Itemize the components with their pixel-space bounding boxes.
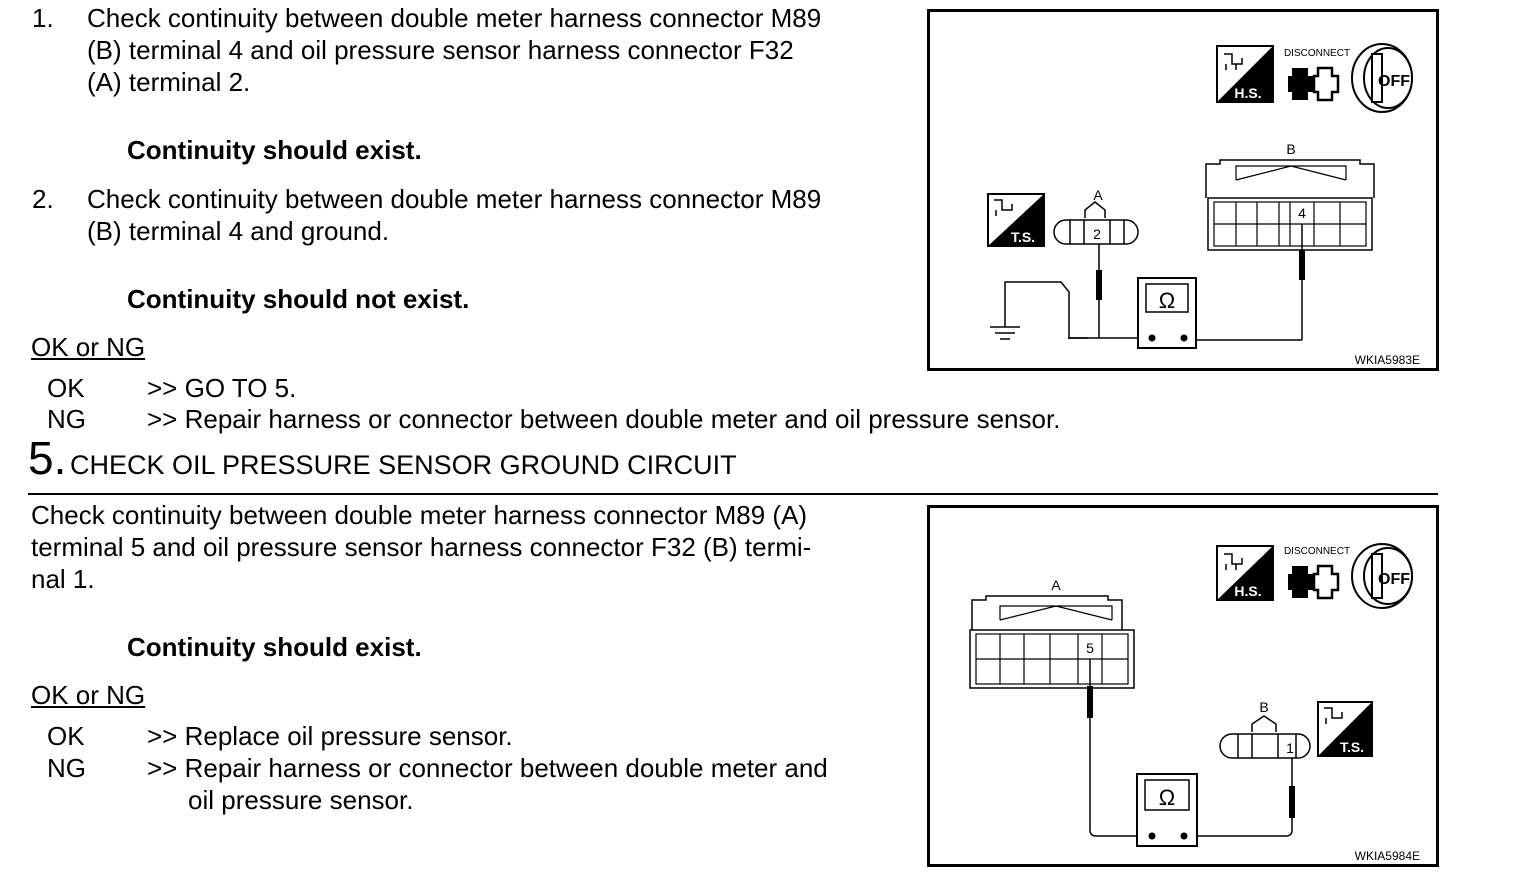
connector-a: A 2 (1053, 187, 1139, 245)
disconnect-icon: DISCONNECT (1284, 546, 1350, 600)
section5-result: Continuity should exist. (127, 632, 422, 662)
figure-1-drawing: H.S. DISCONNECT OFF T.S. A (987, 43, 1420, 367)
wiring (990, 224, 1305, 341)
ts-label: T.S. (1011, 229, 1035, 245)
section-title: CHECK OIL PRESSURE SENSOR GROUND CIRCUIT (70, 450, 737, 480)
section-divider (28, 493, 1438, 495)
ng-action: >> Repair harness or connector between d… (147, 404, 1061, 434)
ts-icon: T.S. (987, 193, 1045, 247)
section-number: 5. (28, 432, 67, 484)
ignition-off-icon: OFF (1351, 543, 1413, 609)
ts-label: T.S. (1340, 739, 1364, 755)
step-1-result: Continuity should exist. (127, 135, 422, 165)
step-1-number: 1. (32, 3, 54, 33)
section5-line-1: Check continuity between double meter ha… (31, 500, 808, 530)
figure-code: WKIA5984E (1355, 849, 1420, 863)
ok-label: OK (47, 373, 85, 403)
figure-code: WKIA5983E (1355, 353, 1420, 367)
ng-action-2-line-2: oil pressure sensor. (188, 785, 414, 815)
step-1-line-2: (B) terminal 4 and oil pressure sensor h… (87, 35, 794, 65)
ohmmeter-icon: Ω (1137, 277, 1197, 349)
off-label: OFF (1378, 571, 1410, 588)
ok-label-2: OK (47, 721, 85, 751)
section5-line-3: nal 1. (31, 564, 95, 594)
section5-line-2: terminal 5 and oil pressure sensor harne… (31, 532, 812, 562)
connector-a-label: A (1051, 577, 1061, 593)
ignition-off-icon: OFF (1351, 43, 1413, 113)
ok-action: >> GO TO 5. (147, 373, 297, 403)
connector-a-label: A (1093, 187, 1103, 203)
figure-2-drawing: H.S. DISCONNECT OFF A 5 (969, 543, 1420, 863)
terminal-b: 4 (1298, 205, 1306, 221)
wiring (1087, 659, 1295, 837)
ng-action-2-line-1: >> Repair harness or connector between d… (147, 753, 828, 783)
connector-b-label: B (1286, 141, 1295, 157)
step-2-line-2: (B) terminal 4 and ground. (87, 216, 390, 246)
off-label: OFF (1378, 73, 1410, 90)
ok-action-2: >> Replace oil pressure sensor. (147, 721, 513, 751)
connector-a: A 5 (969, 577, 1135, 689)
hs-icon: H.S. (1216, 45, 1274, 103)
hs-icon: H.S. (1216, 545, 1274, 601)
ok-ng-heading: OK or NG (31, 332, 146, 362)
disconnect-label: DISCONNECT (1284, 546, 1350, 557)
connector-b: B 1 (1219, 699, 1311, 759)
ts-icon: T.S. (1317, 701, 1373, 757)
ng-label: NG (47, 404, 86, 434)
terminal-b: 1 (1286, 740, 1294, 756)
step-1-line-1: Check continuity between double meter ha… (87, 3, 822, 33)
hs-label: H.S. (1234, 583, 1261, 599)
hs-label: H.S. (1234, 85, 1261, 101)
terminal-a: 5 (1086, 640, 1094, 656)
ok-ng-heading-2: OK or NG (31, 680, 146, 710)
disconnect-label: DISCONNECT (1284, 48, 1350, 59)
disconnect-icon: DISCONNECT (1284, 48, 1350, 102)
ng-label-2: NG (47, 753, 86, 783)
ohm-symbol: Ω (1159, 288, 1175, 313)
step-2-result: Continuity should not exist. (127, 284, 470, 314)
step-1-line-3: (A) terminal 2. (87, 67, 251, 97)
step-2-number: 2. (32, 184, 54, 214)
terminal-a: 2 (1093, 226, 1101, 242)
step-2-line-1: Check continuity between double meter ha… (87, 184, 822, 214)
connector-b-label: B (1259, 699, 1268, 715)
ohm-symbol: Ω (1159, 785, 1175, 810)
figure-wkia5984e: H.S. DISCONNECT OFF A 5 (927, 505, 1439, 867)
connector-b: B 4 (1205, 141, 1375, 251)
figure-wkia5983e: H.S. DISCONNECT OFF T.S. A (927, 9, 1439, 371)
ohmmeter-icon: Ω (1136, 773, 1198, 847)
